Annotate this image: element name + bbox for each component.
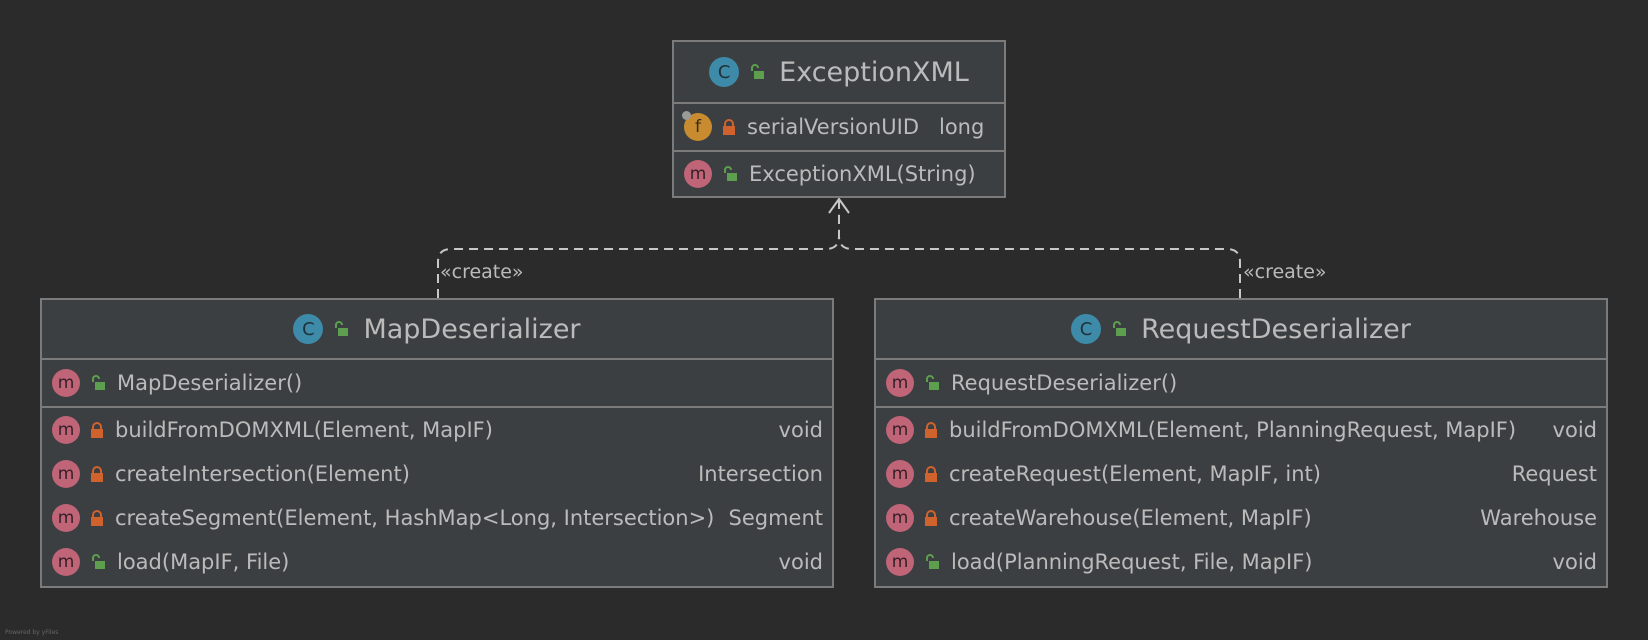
method-row[interactable]: m buildFromDOMXML(Element, MapIF) void: [42, 408, 832, 452]
field-type: long: [939, 115, 985, 139]
unlocked-padlock-icon: [333, 321, 349, 337]
class-title: ExceptionXML: [779, 56, 969, 88]
locked-padlock-icon: [722, 119, 736, 135]
method-return-type: Segment: [728, 506, 824, 530]
method-name: createRequest(Element, MapIF, int): [949, 462, 1321, 486]
unlocked-padlock-icon: [924, 375, 940, 391]
stereotype-label-create-right: «create»: [1243, 261, 1327, 283]
create-edge-map-deserializer: [437, 201, 840, 298]
constructor-row[interactable]: m RequestDeserializer(): [876, 360, 1606, 406]
method-name: buildFromDOMXML(Element, MapIF): [115, 418, 493, 442]
method-name: load(MapIF, File): [117, 550, 290, 574]
method-name: createSegment(Element, HashMap<Long, Int…: [115, 506, 715, 530]
method-name: createIntersection(Element): [115, 462, 410, 486]
method-row[interactable]: m createRequest(Element, MapIF, int) Req…: [876, 452, 1606, 496]
method-return-type: Request: [1511, 462, 1597, 486]
field-name: serialVersionUID: [747, 115, 919, 139]
method-return-type: void: [778, 550, 823, 574]
method-return-type: Intersection: [698, 462, 823, 486]
dependency-arrowhead: [828, 197, 850, 214]
locked-padlock-icon: [924, 466, 938, 482]
method-m-icon: m: [886, 416, 914, 444]
class-c-icon: C: [293, 314, 324, 344]
method-return-type: void: [778, 418, 823, 442]
stereotype-label-create-left: «create»: [440, 261, 524, 283]
method-m-icon: m: [886, 460, 914, 488]
method-name: load(PlanningRequest, File, MapIF): [951, 550, 1313, 574]
class-header: C ExceptionXML: [674, 42, 1004, 104]
method-m-icon: m: [886, 548, 914, 576]
method-m-icon: m: [886, 504, 914, 532]
method-m-icon: m: [684, 160, 712, 188]
class-c-icon: C: [709, 57, 740, 87]
unlocked-padlock-icon: [90, 554, 106, 570]
unlocked-padlock-icon: [749, 64, 765, 80]
class-header: C MapDeserializer: [42, 300, 832, 360]
method-name: createWarehouse(Element, MapIF): [949, 506, 1312, 530]
locked-padlock-icon: [924, 422, 938, 438]
method-row[interactable]: m createSegment(Element, HashMap<Long, I…: [42, 496, 832, 540]
method-name: MapDeserializer(): [117, 371, 303, 395]
powered-by-footer: Powered by yFiles: [5, 629, 59, 636]
method-return-type: void: [1552, 550, 1597, 574]
method-row[interactable]: m createIntersection(Element) Intersecti…: [42, 452, 832, 496]
unlocked-padlock-icon: [90, 375, 106, 391]
method-name: RequestDeserializer(): [951, 371, 1178, 395]
method-row[interactable]: m ExceptionXML(String): [674, 152, 1004, 196]
method-return-type: Warehouse: [1480, 506, 1597, 530]
method-name: ExceptionXML(String): [749, 162, 976, 186]
method-m-icon: m: [52, 416, 80, 444]
class-title: RequestDeserializer: [1141, 313, 1411, 345]
method-m-icon: m: [52, 460, 80, 488]
method-row[interactable]: m load(PlanningRequest, File, MapIF) voi…: [876, 540, 1606, 584]
class-node-exceptionxml[interactable]: C ExceptionXML f serialVersionUID long m…: [672, 40, 1006, 198]
unlocked-padlock-icon: [722, 166, 738, 182]
field-row[interactable]: f serialVersionUID long: [674, 104, 1004, 150]
unlocked-padlock-icon: [924, 554, 940, 570]
locked-padlock-icon: [90, 510, 104, 526]
method-m-icon: m: [52, 504, 80, 532]
class-header: C RequestDeserializer: [876, 300, 1606, 360]
locked-padlock-icon: [90, 466, 104, 482]
methods-section: m buildFromDOMXML(Element, PlanningReque…: [876, 408, 1606, 584]
method-m-icon: m: [52, 369, 80, 397]
fields-section: f serialVersionUID long: [674, 104, 1004, 152]
class-title: MapDeserializer: [363, 313, 581, 345]
locked-padlock-icon: [924, 510, 938, 526]
locked-padlock-icon: [90, 422, 104, 438]
create-edge-request-deserializer: [838, 201, 1241, 298]
method-m-icon: m: [52, 548, 80, 576]
field-f-icon: f: [682, 111, 712, 141]
method-name: buildFromDOMXML(Element, PlanningRequest…: [949, 418, 1517, 442]
method-row[interactable]: m load(MapIF, File) void: [42, 540, 832, 584]
methods-section: m buildFromDOMXML(Element, MapIF) void m…: [42, 408, 832, 584]
class-node-requestdeserializer[interactable]: C RequestDeserializer m RequestDeseriali…: [874, 298, 1608, 588]
method-row[interactable]: m createWarehouse(Element, MapIF) Wareho…: [876, 496, 1606, 540]
class-node-mapdeserializer[interactable]: C MapDeserializer m MapDeserializer() m …: [40, 298, 834, 588]
method-row[interactable]: m buildFromDOMXML(Element, PlanningReque…: [876, 408, 1606, 452]
method-return-type: void: [1552, 418, 1597, 442]
methods-section: m ExceptionXML(String): [674, 152, 1004, 196]
constructor-row[interactable]: m MapDeserializer(): [42, 360, 832, 406]
constructors-section: m RequestDeserializer(): [876, 360, 1606, 408]
method-m-icon: m: [886, 369, 914, 397]
unlocked-padlock-icon: [1111, 321, 1127, 337]
class-c-icon: C: [1071, 314, 1102, 344]
constructors-section: m MapDeserializer(): [42, 360, 832, 408]
